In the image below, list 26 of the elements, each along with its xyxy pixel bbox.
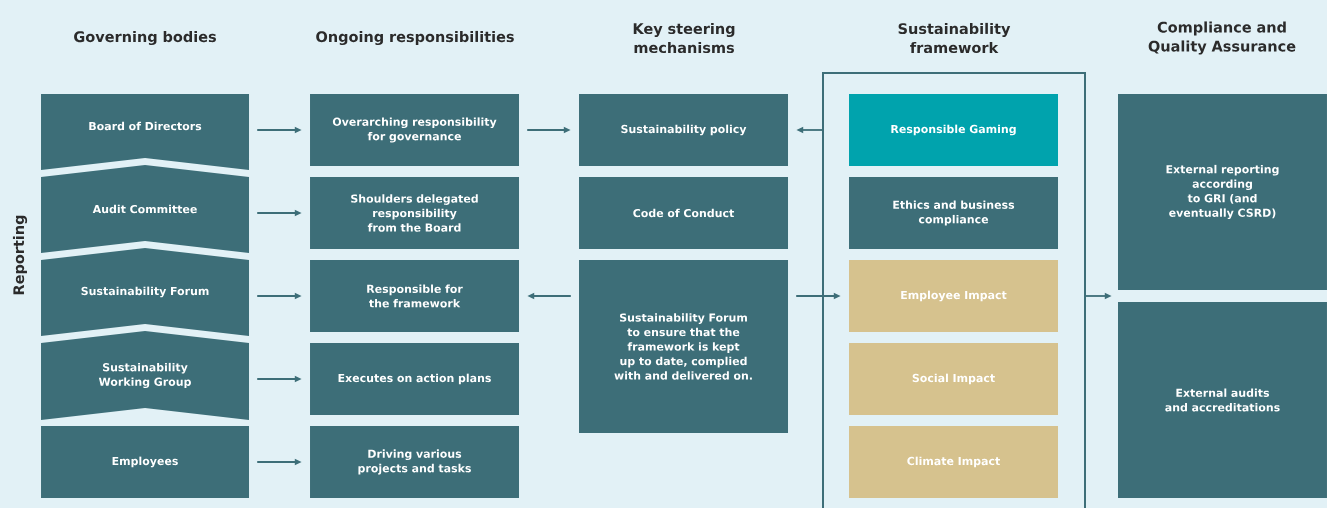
chevron-box: Sustainability Working Group: [41, 331, 249, 420]
process-box: Shoulders delegated responsibility from the Board: [310, 177, 519, 249]
process-box: Driving various projects and tasks: [310, 426, 519, 498]
process-box: Employees: [41, 426, 249, 498]
column-heading: Governing bodies: [74, 30, 216, 46]
column-heading: Ongoing responsibilities: [316, 30, 514, 46]
chevron-box: Board of Directors: [41, 94, 249, 170]
chevron-box: Sustainability Forum: [41, 248, 249, 336]
process-box: Overarching responsibility for governance: [310, 94, 519, 166]
side-label: Reporting: [12, 215, 28, 295]
process-box: Executes on action plans: [310, 343, 519, 415]
node-label: Sustainability framework: [898, 22, 1011, 54]
highlight-box: Responsible Gaming: [849, 94, 1058, 166]
process-box: Code of Conduct: [579, 177, 788, 249]
process-box: Responsible for the framework: [310, 260, 519, 332]
process-box: Sustainability policy: [579, 94, 788, 166]
process-box: Ethics and business compliance: [849, 177, 1058, 249]
process-box: External audits and accreditations: [1118, 302, 1327, 498]
impact-box: Employee Impact: [849, 260, 1058, 332]
column-heading: Key steering mechanisms: [633, 22, 735, 54]
impact-box: Climate Impact: [849, 426, 1058, 498]
process-box: External reporting according to GRI (and eventually CSRD): [1118, 94, 1327, 290]
process-box: Sustainability Forum to ensure that the framework is kept up to date, complied with and delivered on.: [579, 260, 788, 433]
column-heading: Compliance and Quality Assurance: [1148, 21, 1296, 55]
chevron-box: Audit Committee: [41, 165, 249, 253]
impact-box: Social Impact: [849, 343, 1058, 415]
